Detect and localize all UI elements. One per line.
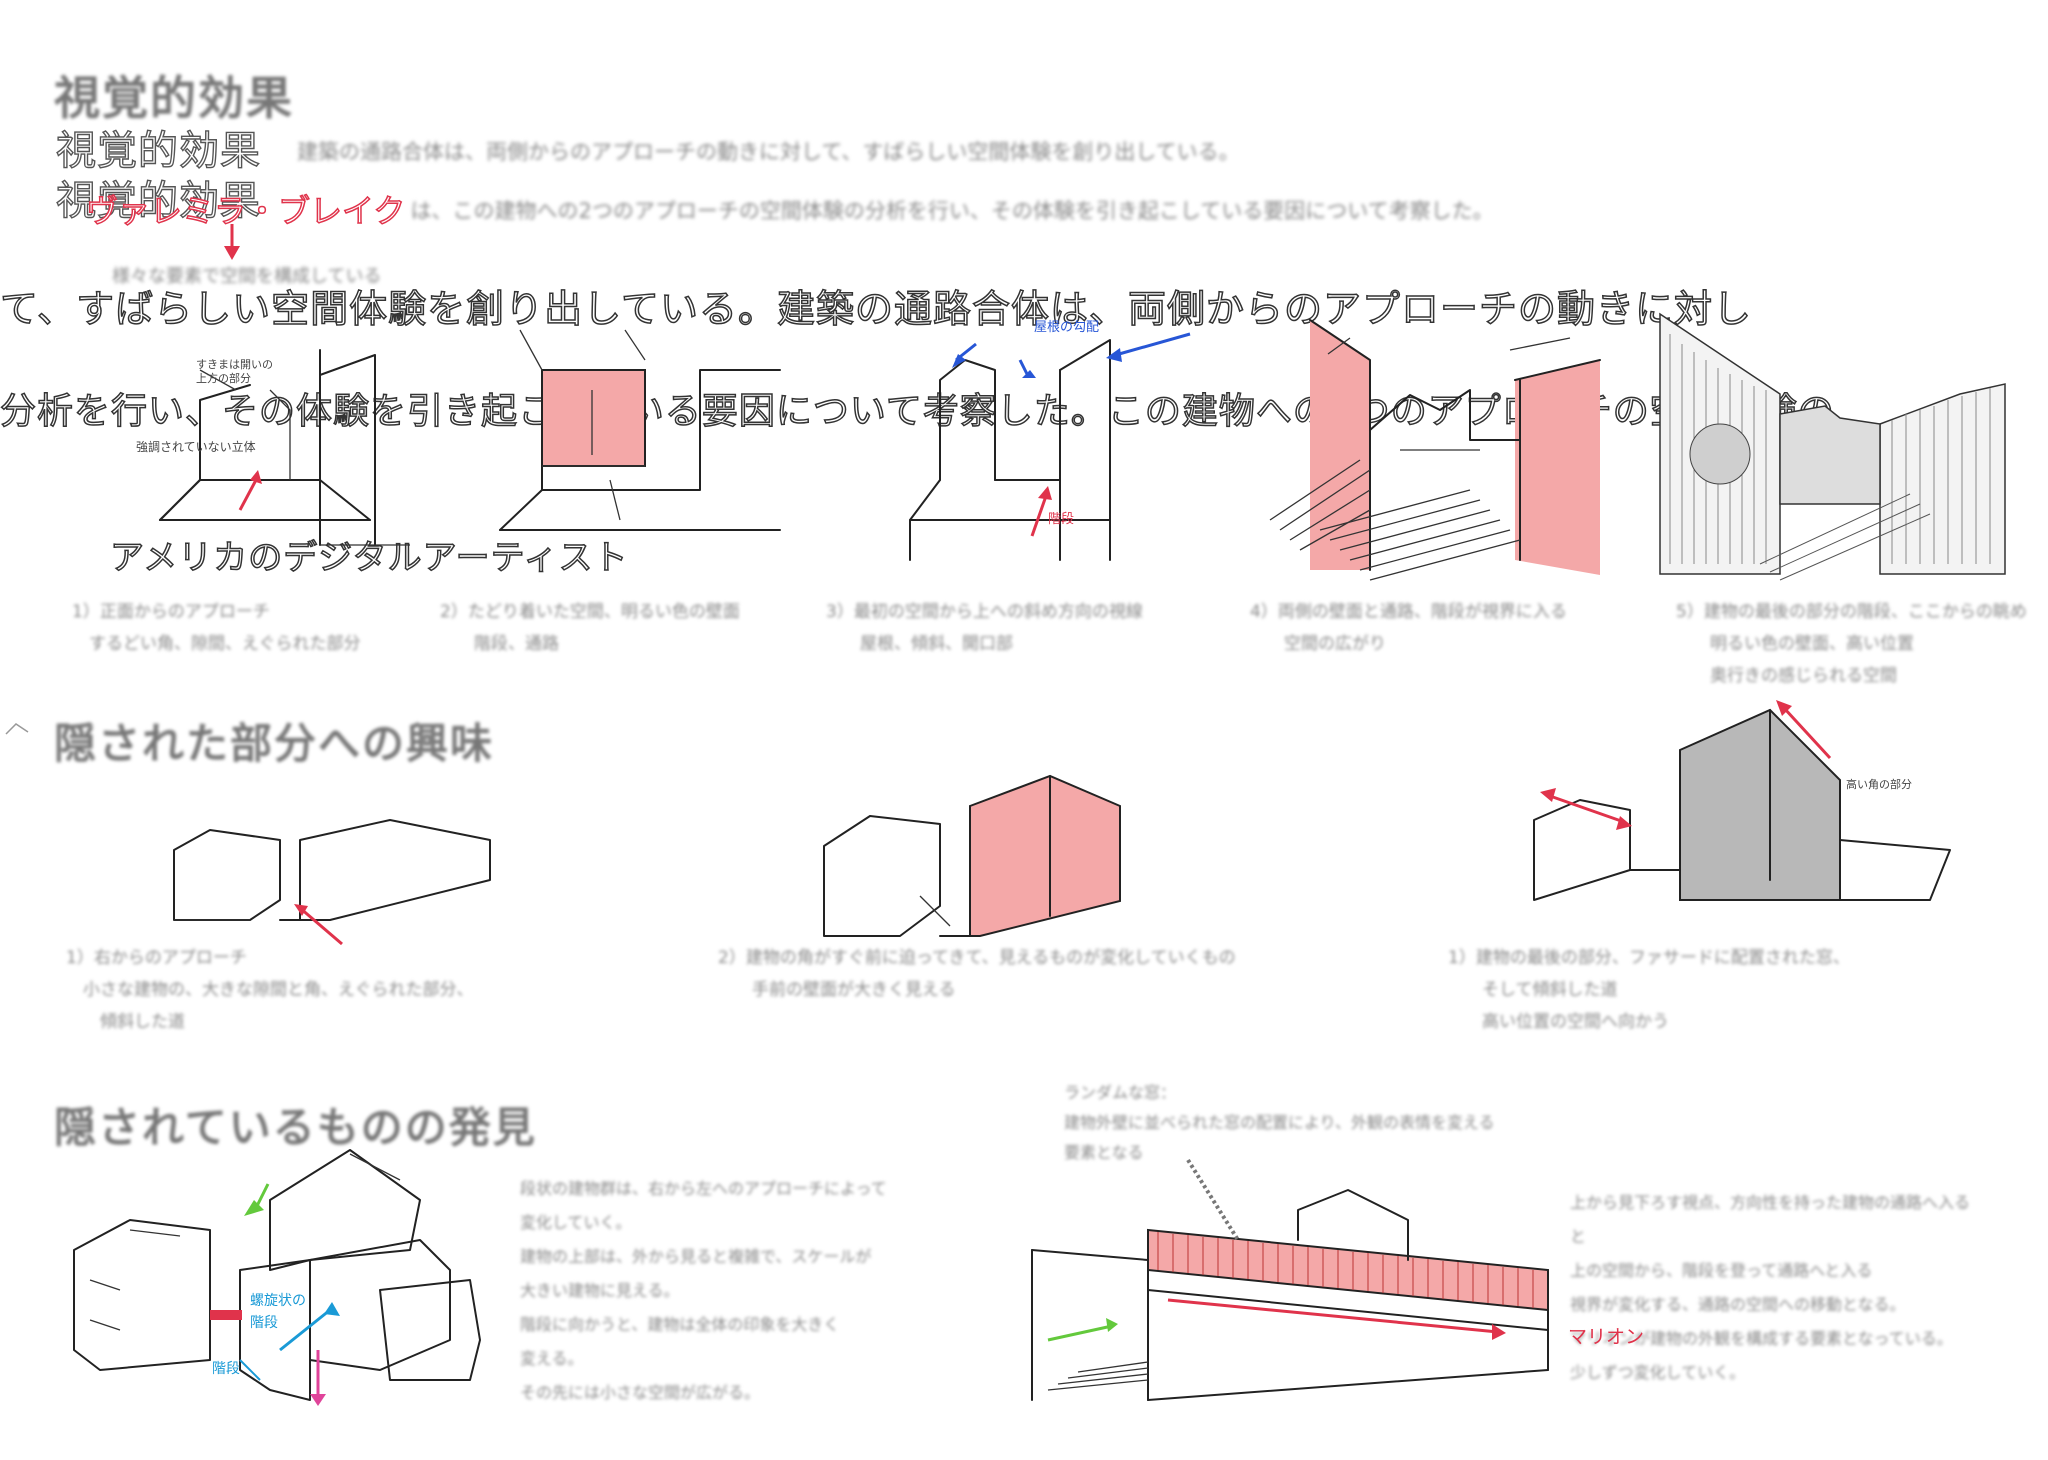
caption-line: 1）右からのアプローチ bbox=[66, 948, 247, 968]
caption-row2-3: 1）建物の最後の部分、ファサードに配置された窓、 そして傾斜した道 高い位置の空… bbox=[1448, 942, 1850, 1038]
caption-line: 5）建物の最後の部分の階段、ここからの眺め bbox=[1676, 602, 2027, 622]
para-line: マリオンが建物の外観を構成する要素となっている。 bbox=[1570, 1329, 1953, 1348]
para-line: と bbox=[1570, 1227, 1587, 1246]
caption-line: 高い位置の空間へ向かう bbox=[1448, 1012, 1669, 1032]
para-line: 上から見下ろす視点、方向性を持った建物の通路へ入る bbox=[1570, 1193, 1971, 1212]
down-arrow-icon bbox=[224, 224, 240, 260]
note-random-windows: ランダムな窓： 建物外壁に並べられた窓の配置により、外観の表情を変える 要素とな… bbox=[1064, 1078, 1495, 1168]
note-line: ランダムな窓： bbox=[1064, 1083, 1177, 1102]
intro-line-2-rest: は、この建物への2つのアプローチの空間体験の分析を行い、その体験を引き起こしてい… bbox=[410, 199, 1494, 223]
sketch-spiral-building bbox=[73, 1149, 481, 1406]
note-line: 建物外壁に並べられた窓の配置により、外観の表情を変える bbox=[1064, 1113, 1495, 1132]
caption-line: 手前の壁面が大きく見える bbox=[718, 980, 956, 1000]
sketch-corner-approach bbox=[823, 774, 1121, 937]
caption-line: 4）両側の壁面と通路、階段が視界に入る bbox=[1250, 602, 1567, 622]
section-title-hidden-interest: 隠された部分への興味 bbox=[54, 719, 495, 768]
overlay-text-line-3: アメリカのデジタルアーティスト bbox=[109, 537, 629, 579]
caption-line: 屋根、傾斜、開口部 bbox=[826, 634, 1013, 654]
label-mullion: マリオン bbox=[1568, 1326, 1645, 1348]
caption-row1-1: 1）正面からのアプローチ するどい角、隙間、えぐられた部分 bbox=[72, 596, 361, 660]
para-line: その先には小さな空間が広がる。 bbox=[520, 1383, 761, 1402]
sketch-final-view bbox=[1659, 312, 2006, 581]
sketch-right-approach bbox=[173, 819, 491, 946]
caption-row2-1: 1）右からのアプローチ 小さな建物の、大きな隙間と角、えぐられた部分、 傾斜した… bbox=[66, 942, 474, 1038]
para-line: 変化していく。 bbox=[520, 1213, 632, 1232]
caption-row1-5: 5）建物の最後の部分の階段、ここからの眺め 明るい色の壁面、高い位置 奥行きの感… bbox=[1676, 596, 2027, 692]
sketch-approach-front-wall bbox=[319, 354, 410, 546]
para-line: 少しずつ変化していく。 bbox=[1570, 1363, 1746, 1382]
para-line: 上の空間から、階段を登って通路へと入る bbox=[1570, 1261, 1873, 1280]
para-line: 変える。 bbox=[520, 1349, 584, 1368]
caption-row2-2: 2）建物の角がすぐ前に迫ってきて、見えるものが変化していくもの 手前の壁面が大き… bbox=[718, 942, 1236, 1006]
intro-author-name: ヴァレミラ・ブレイク bbox=[85, 191, 406, 231]
caption-line: 傾斜した道 bbox=[66, 1012, 185, 1032]
caption-line: 空間の広がり bbox=[1250, 634, 1386, 654]
caption-line: 奥行きの感じられる空間 bbox=[1676, 666, 1897, 686]
caption-line: 階段、通路 bbox=[440, 634, 559, 654]
ghost-title-b: 視覚的効果 bbox=[55, 177, 261, 224]
overlay-text-line-1: て、すばらしい空間体験を創り出している。建築の通路合体は、両側からのアプローチの… bbox=[0, 286, 1752, 332]
sketch-diagonal-view bbox=[909, 332, 1191, 561]
intro-line-1: 建築の通路合体は、両側からのアプローチの動きに対して、すばらしい空間体験を創り出… bbox=[276, 140, 1240, 164]
caption-line: 2）建物の角がすぐ前に迫ってきて、見えるものが変化していくもの bbox=[718, 948, 1236, 968]
label-high-corner: 高い角の部分 bbox=[1846, 778, 1912, 791]
caption-line: 2）たどり着いた空間、明るい色の壁面 bbox=[440, 602, 740, 622]
section-title-visual-effects: 視覚的効果 bbox=[54, 71, 294, 125]
sketch-mullion-building bbox=[1031, 1158, 1549, 1401]
caption-row1-4: 4）両側の壁面と通路、階段が視界に入る 空間の広がり bbox=[1250, 596, 1567, 660]
caption-line: するどい角、隙間、えぐられた部分 bbox=[72, 634, 361, 654]
sub-note: 様々な要素で空間を構成している bbox=[112, 266, 382, 287]
paragraph-right: 上から見下ろす視点、方向性を持った建物の通路へ入る と 上の空間から、階段を登っ… bbox=[1570, 1186, 1970, 1390]
sketch-arrived-space bbox=[499, 329, 781, 531]
paragraph-left: 段状の建物群は、右から左へのアプローチによって 変化していく。 建物の上部は、外… bbox=[520, 1172, 887, 1410]
sketch-stairs-perspective bbox=[1269, 319, 1601, 581]
caption-line: 1）正面からのアプローチ bbox=[72, 602, 270, 622]
para-line: 視界が変化する、通路の空間への移動となる。 bbox=[1570, 1295, 1906, 1314]
sketch-final-part bbox=[1533, 700, 1951, 901]
intro-line-2: ヴァレミラ・ブレイク は、この建物への2つのアプローチの空間体験の分析を行い、そ… bbox=[85, 186, 1494, 232]
para-line: 階段に向かうと、建物は全体の印象を大きく bbox=[520, 1315, 840, 1334]
label-stairs-2: 階段 bbox=[212, 1361, 240, 1377]
note-line: 要素となる bbox=[1064, 1143, 1144, 1162]
caption-line: 明るい色の壁面、高い位置 bbox=[1676, 634, 1914, 654]
scribble-mark bbox=[5, 723, 29, 735]
ghost-title-a: 視覚的効果 bbox=[55, 127, 261, 174]
caption-row1-2: 2）たどり着いた空間、明るい色の壁面 階段、通路 bbox=[440, 596, 740, 660]
caption-line: 3）最初の空間から上への斜め方向の視線 bbox=[826, 602, 1143, 622]
caption-row1-3: 3）最初の空間から上への斜め方向の視線 屋根、傾斜、開口部 bbox=[826, 596, 1143, 660]
para-line: 大きい建物に見える。 bbox=[520, 1281, 680, 1300]
section-title-discovery: 隠されているものの発見 bbox=[54, 1103, 537, 1152]
caption-line: そして傾斜した道 bbox=[1448, 980, 1618, 1000]
label-unemphasized: 強調されていない立体 bbox=[136, 440, 256, 454]
para-line: 建物の上部は、外から見ると複雑で、スケールが bbox=[520, 1247, 872, 1266]
label-spiral-stairs: 螺旋状の 階段 bbox=[250, 1293, 306, 1331]
label-roof-slope: 屋根の勾配 bbox=[1034, 320, 1100, 335]
label-stairs: 階段 bbox=[1048, 512, 1075, 527]
label-gap-note: すきまは開いの 上方の部分 bbox=[196, 358, 273, 385]
para-line: 段状の建物群は、右から左へのアプローチによって bbox=[520, 1179, 887, 1198]
caption-line: 1）建物の最後の部分、ファサードに配置された窓、 bbox=[1448, 948, 1850, 968]
caption-line: 小さな建物の、大きな隙間と角、えぐられた部分、 bbox=[66, 980, 474, 1000]
